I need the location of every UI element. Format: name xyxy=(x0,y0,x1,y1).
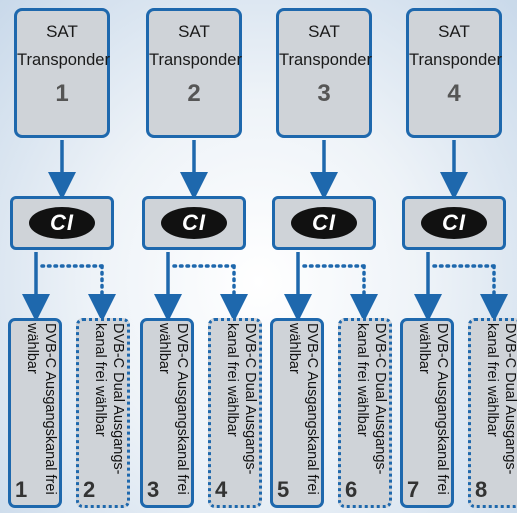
dual-output-channel-label: DVB-C Dual Ausgangs-kanal frei wählbar xyxy=(484,323,517,475)
ci-module-box-2: CI xyxy=(142,196,246,250)
sat-label: SAT xyxy=(46,22,78,41)
sat-label: SAT xyxy=(308,22,340,41)
output-channel-label: DVB-C Ausgangskanal frei wählbar xyxy=(416,323,450,495)
dual-output-channel-number: 4 xyxy=(215,477,228,502)
ci-module-box-1: CI xyxy=(10,196,114,250)
output-channel-number: 5 xyxy=(277,477,290,502)
transponder-number: 3 xyxy=(317,80,331,107)
transponder-number: 1 xyxy=(55,80,69,107)
transponder-label: Transponder xyxy=(409,51,502,69)
ci-module-box-3: CI xyxy=(272,196,376,250)
dual-output-channel-label: DVB-C Dual Ausgangs-kanal frei wählbar xyxy=(354,323,388,475)
output-channel-label: DVB-C Ausgangskanal frei wählbar xyxy=(286,323,320,495)
dual-output-channel-number: 2 xyxy=(83,477,96,502)
output-channel-number: 7 xyxy=(407,477,420,502)
ci-module-box-4: CI xyxy=(402,196,506,250)
transponder-label: Transponder xyxy=(17,51,110,69)
output-channel-number: 3 xyxy=(147,477,160,502)
transponder-label: Transponder xyxy=(149,51,242,69)
transponder-number: 4 xyxy=(447,80,461,107)
sat-transponder-box-4: SAT Transponder 4 xyxy=(406,8,502,138)
ci-logo-icon: CI xyxy=(421,207,487,239)
dual-output-channel-number: 6 xyxy=(345,477,358,502)
output-channel-label: DVB-C Ausgangskanal frei wählbar xyxy=(24,323,58,495)
output-channel-number: 1 xyxy=(15,477,28,502)
sat-transponder-box-3: SAT Transponder 3 xyxy=(276,8,372,138)
transponder-number: 2 xyxy=(187,80,201,107)
sat-transponder-box-1: SAT Transponder 1 xyxy=(14,8,110,138)
sat-transponder-box-2: SAT Transponder 2 xyxy=(146,8,242,138)
ci-logo-icon: CI xyxy=(29,207,95,239)
transponder-label: Transponder xyxy=(279,51,372,69)
dual-output-channel-label: DVB-C Dual Ausgangs-kanal frei wählbar xyxy=(92,323,126,475)
ci-logo-icon: CI xyxy=(161,207,227,239)
sat-label: SAT xyxy=(438,22,470,41)
ci-logo-icon: CI xyxy=(291,207,357,239)
output-channel-label: DVB-C Ausgangskanal frei wählbar xyxy=(156,323,190,495)
dual-output-channel-label: DVB-C Dual Ausgangs-kanal frei wählbar xyxy=(224,323,258,475)
dual-output-channel-number: 8 xyxy=(475,477,488,502)
sat-label: SAT xyxy=(178,22,210,41)
